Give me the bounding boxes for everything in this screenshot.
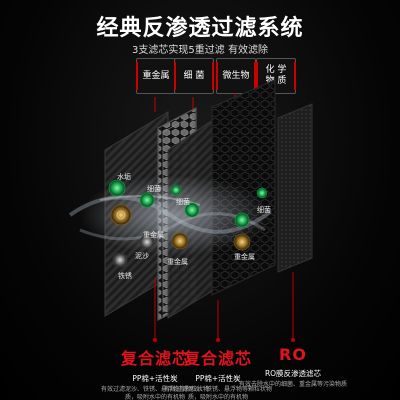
heavy-metal-particle	[110, 204, 132, 226]
rust-particle	[112, 252, 128, 268]
category-label: 化 学 物 质	[265, 65, 287, 86]
sediment-particle	[139, 234, 155, 250]
page-subtitle: 3支滤芯实现5重过滤 有效滤除	[132, 45, 268, 56]
filter-subtitle: PP棉+活性炭	[195, 374, 241, 383]
filter-name: 复合滤芯	[120, 349, 189, 368]
filter-name: RO	[279, 345, 307, 364]
pollutant-label: 重金属	[167, 258, 188, 266]
pollutant-label: 泥沙	[135, 252, 149, 260]
notch-mark	[136, 62, 138, 90]
pollutant-label: 细菌	[257, 206, 271, 214]
category-microbe: 微生物	[216, 58, 256, 94]
filter-description: 有效过滤泥沙、铁锈、悬浮物等颗粒状物质，吸附水中的有机物	[163, 386, 272, 400]
filter-info-2: 复合滤芯 PP棉+活性炭 有效过滤泥沙、铁锈、悬浮物等颗粒状物质，吸附水中的有机…	[163, 345, 273, 400]
bacteria-particle	[184, 202, 200, 218]
notch-mark	[216, 62, 218, 90]
pollutant-label: 水垢	[117, 173, 131, 181]
category-label: 微生物	[222, 70, 250, 81]
filter-info-1: 复合滤芯 PP棉+活性炭 有效过滤泥沙、铁锈、悬浮物等颗粒状物质，吸附水中的有机…	[100, 345, 210, 400]
notch-mark	[254, 62, 256, 90]
notch-mark	[294, 62, 296, 90]
rail-dot	[216, 338, 220, 342]
category-row: 重金属 细 菌 微生物 化 学 物 质	[0, 58, 400, 98]
water-splash	[80, 175, 270, 255]
pollutant-label: 细菌	[147, 185, 161, 193]
heavy-metal-particle	[171, 232, 189, 250]
pollutant-label: 重金属	[143, 231, 164, 239]
water-stream	[68, 195, 272, 234]
bacteria-particle	[256, 187, 268, 199]
pollutant-label: 细菌	[176, 198, 190, 206]
bacteria-particle	[170, 184, 182, 196]
category-label: 细 菌	[183, 70, 205, 81]
notch-mark	[174, 62, 176, 90]
bacteria-particle	[108, 179, 126, 197]
filter-description: 有效去除水中的细菌、重金属等污染物质	[238, 381, 347, 388]
pollutant-label: 重金属	[234, 253, 255, 261]
page-title: 经典反渗透过滤系统	[96, 16, 304, 41]
bacteria-particle	[234, 212, 250, 228]
filter-subtitle: RO膜反渗透滤芯	[264, 369, 322, 378]
pollutant-label: 铁锈	[118, 272, 132, 280]
filter-subtitle: PP棉+活性炭	[132, 374, 178, 383]
filter-name: 复合滤芯	[183, 349, 252, 368]
filter-info-3: RO RO膜反渗透滤芯 有效去除水中的细菌、重金属等污染物质	[238, 345, 348, 389]
filter-panel-ro-membrane	[277, 103, 313, 273]
category-label: 重金属	[142, 70, 170, 81]
category-bacteria: 细 菌	[174, 58, 214, 94]
rail-dot	[291, 338, 295, 342]
bacteria-particle	[139, 192, 155, 208]
rail-dot	[153, 338, 157, 342]
filter-description: 有效过滤泥沙、铁锈、悬浮物等颗粒状物质，吸附水中的有机物	[100, 386, 209, 400]
heavy-metal-particle	[233, 233, 251, 251]
notch-mark	[256, 62, 258, 90]
heavy-metal-core	[116, 210, 126, 220]
notch-mark	[212, 62, 214, 90]
category-heavy-metal: 重金属	[136, 58, 176, 94]
